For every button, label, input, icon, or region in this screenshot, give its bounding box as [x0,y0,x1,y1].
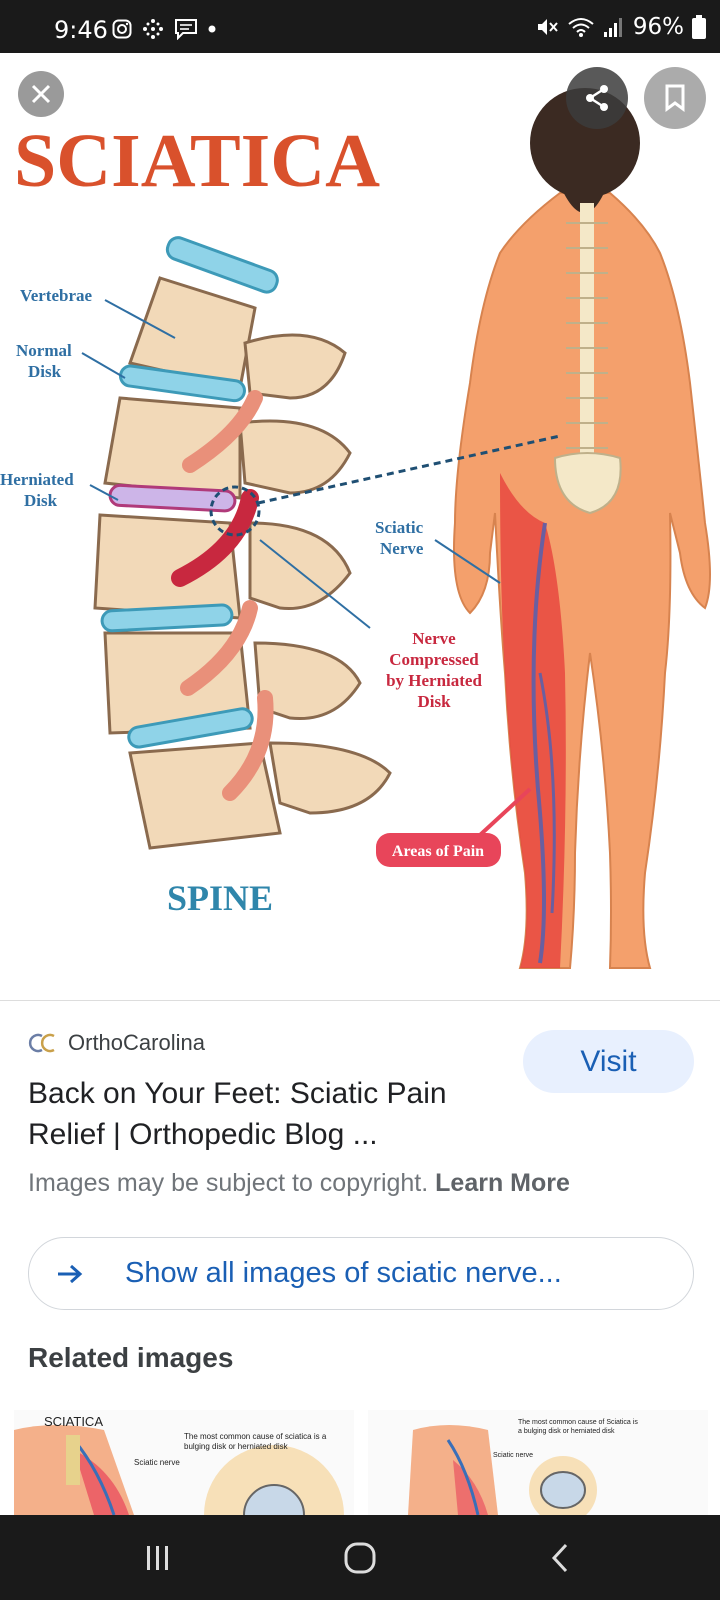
label-disk: Disk [417,692,451,711]
battery-icon [692,15,706,39]
learn-more-link[interactable]: Learn More [435,1169,570,1197]
related-thumb-1-art [14,1410,354,1515]
notification-icons [112,18,216,40]
related-thumb-2-note: The most common cause of Sciatica is a b… [518,1419,638,1435]
message-icon [175,19,197,40]
related-images-heading: Related images [28,1342,234,1373]
label-sciatic-nerve: Sciatic [375,518,424,537]
navigation-bar [0,1515,720,1600]
label-spine: SPINE [167,878,273,918]
label-areas-of-pain: Areas of Pain [392,843,484,860]
wifi-icon [568,18,594,37]
copyright-text: Images may be subject to copyright. [28,1169,429,1197]
recents-icon [147,1545,168,1570]
show-all-images-button[interactable]: Show all images of sciatic nerve... [28,1237,694,1310]
copyright-notice: Images may be subject to copyright. Lear… [28,1169,570,1198]
status-bar: 9:46 96% [0,0,720,53]
share-icon [586,85,608,111]
label-normal-disk: Normal [16,341,72,360]
dot-icon [208,25,216,33]
battery-percent: 96% [632,14,684,40]
source-site[interactable]: OrthoCarolina [28,1030,205,1056]
label-normal-disk-2: Disk [28,362,62,381]
home-button[interactable] [300,1515,420,1600]
sciatica-illustration: SCIATICA [0,88,711,969]
related-image-2[interactable]: The most common cause of Sciatica is a b… [368,1410,708,1515]
related-thumb-1-nerve: Sciatic nerve [134,1458,180,1467]
share-button[interactable] [566,67,628,129]
system-icons: 96% [535,14,706,40]
related-thumb-1-caption: SCIATICA [44,1414,103,1429]
home-icon [344,1542,376,1573]
spine-drawing [93,236,392,850]
pain-label-box [376,833,501,867]
recents-button[interactable] [98,1515,218,1600]
label-vertebrae: Vertebrae [20,286,93,305]
label-nerve: Nerve [412,629,456,648]
nerve-link-line [257,434,561,505]
bookmark-icon [665,84,685,112]
source-name: OrthoCarolina [68,1030,205,1055]
related-thumb-2-nerve: Sciatic nerve [493,1452,534,1459]
image-viewer[interactable]: SCIATICA [0,53,720,1000]
label-herniated-disk-2: Disk [24,491,58,510]
bookmark-button[interactable] [644,67,706,129]
label-sciatic-nerve-2: Nerve [380,539,424,558]
status-time: 9:46 [54,16,108,44]
orthocarolina-logo-icon [28,1033,55,1053]
back-icon [551,1543,568,1572]
anatomy-labels: Vertebrae Normal Disk Herniated Disk Sci… [0,286,424,558]
arrow-right-icon [58,1264,83,1283]
compression-labels: Nerve Compressed by Herniated Disk [386,629,482,711]
visit-button[interactable]: Visit [523,1030,694,1093]
related-image-1[interactable]: SCIATICA The most common cause of sciati… [14,1410,354,1515]
signal-icon [603,18,622,37]
mute-icon [537,19,558,35]
instagram-icon [112,19,132,39]
close-button[interactable] [18,71,64,117]
result-title[interactable]: Back on Your Feet: Sciatic Pain Relief |… [28,1077,447,1151]
related-thumb-1-note: The most common cause of sciatica is a b… [184,1432,327,1451]
illustration-title: SCIATICA [14,119,380,203]
back-button[interactable] [500,1515,620,1600]
related-thumb-2-art [368,1410,708,1515]
close-icon [31,84,51,104]
label-compressed: Compressed [389,650,479,669]
body-drawing [453,88,711,969]
label-by-herniated: by Herniated [386,671,482,690]
label-herniated-disk: Herniated [0,470,74,489]
show-all-label: Show all images of sciatic nerve... [125,1257,562,1289]
dots-app-icon [143,19,163,39]
divider [0,1000,720,1001]
leader-lines [81,299,501,629]
